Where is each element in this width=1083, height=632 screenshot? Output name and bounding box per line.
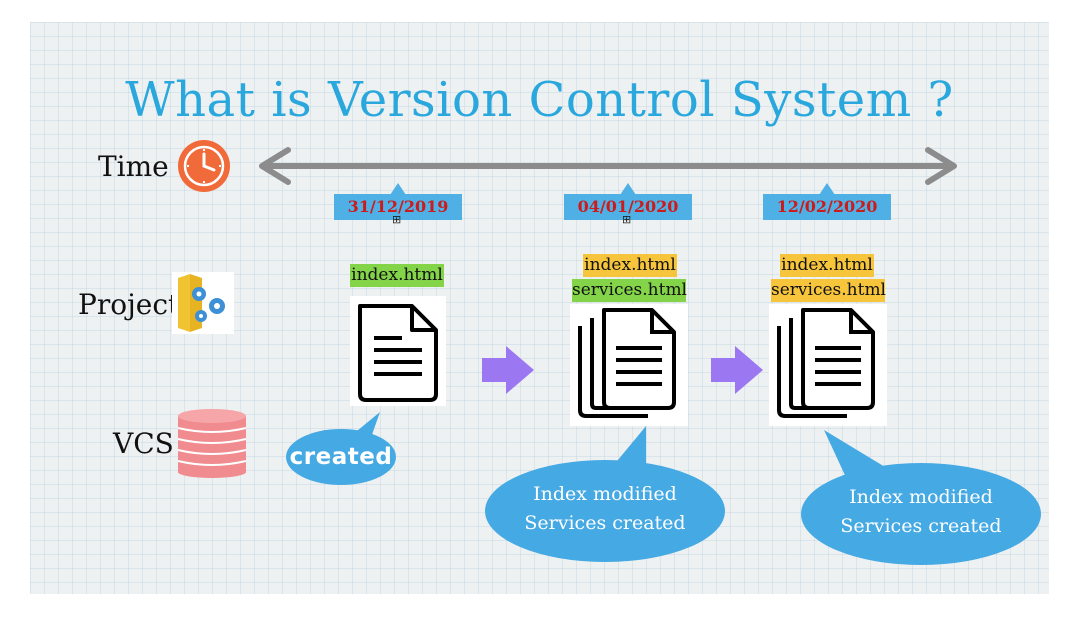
right-arrow-icon bbox=[711, 346, 763, 394]
documents-icon bbox=[777, 308, 875, 418]
document-icon bbox=[358, 304, 438, 402]
bubble-text: Index modified Services created bbox=[524, 483, 686, 534]
slide: What is Version Control System ? Time Pr… bbox=[30, 22, 1049, 594]
speech-bubble-change: Index modified Services created bbox=[801, 463, 1041, 565]
database-stack-icon bbox=[177, 409, 247, 478]
speech-bubble-created: created bbox=[286, 429, 396, 485]
files-card bbox=[769, 304, 887, 426]
cursor-mark-icon: ⊞ bbox=[622, 213, 632, 226]
slide-title: What is Version Control System ? bbox=[125, 72, 954, 128]
timeline-arrow bbox=[259, 147, 957, 185]
file-tag-existing: services.html bbox=[771, 279, 886, 302]
speech-bubble-change: Index modified Services created bbox=[485, 460, 725, 562]
right-arrow-icon bbox=[482, 346, 534, 394]
file-tag-existing: index.html bbox=[780, 254, 874, 277]
files-card bbox=[570, 304, 688, 426]
project-folder-gear-icon bbox=[172, 272, 234, 334]
file-card bbox=[350, 296, 446, 406]
cursor-mark-icon: ⊞ bbox=[392, 213, 402, 226]
bubble-text: Index modified Services created bbox=[840, 486, 1002, 537]
row-label-vcs: VCS bbox=[113, 427, 174, 460]
date-label: 04/01/2020 bbox=[564, 183, 692, 220]
row-label-time: Time bbox=[98, 150, 169, 183]
date-label: 12/02/2020 bbox=[763, 183, 891, 220]
date-label: 31/12/2019 bbox=[334, 183, 462, 220]
row-label-project: Project bbox=[78, 288, 180, 321]
file-tag-new: services.html bbox=[572, 279, 687, 302]
file-tag-existing: index.html bbox=[583, 254, 677, 277]
bubble-text: created bbox=[289, 444, 393, 470]
file-tag-new: index.html bbox=[350, 264, 444, 287]
documents-icon bbox=[578, 308, 676, 418]
clock-icon bbox=[178, 140, 230, 192]
